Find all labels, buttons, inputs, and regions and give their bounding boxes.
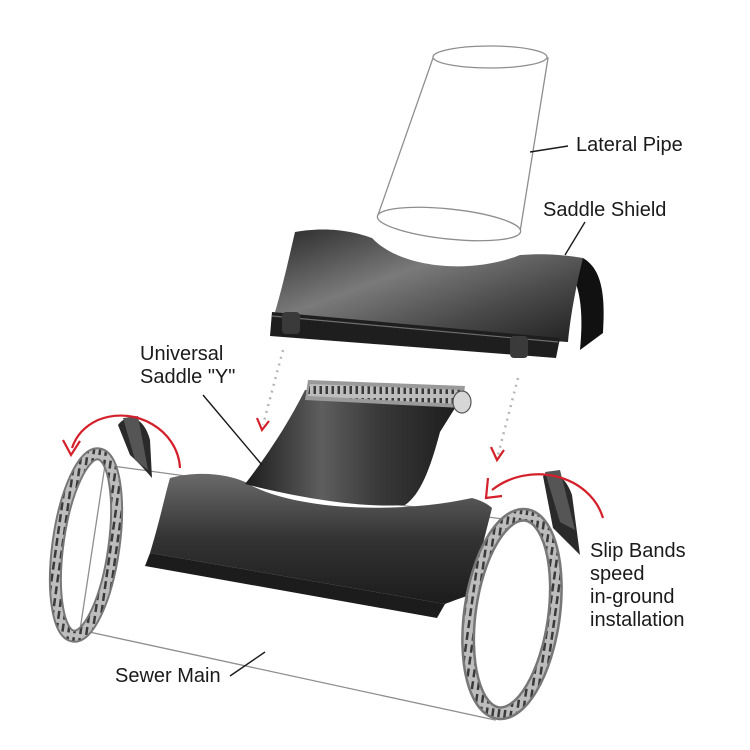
label-lateral-pipe: Lateral Pipe xyxy=(576,134,683,156)
universal-saddle-leader xyxy=(202,394,263,466)
label-universal-saddle-y: Universal Saddle "Y" xyxy=(140,343,236,388)
right-rotation-arrow xyxy=(484,473,605,519)
universal-saddle-y xyxy=(145,380,492,618)
left-rotation-arrow xyxy=(62,414,182,469)
shield-guide-arrows xyxy=(255,349,520,463)
right-slip-band xyxy=(461,470,580,721)
saddle-shield-leader xyxy=(564,221,586,256)
label-saddle-shield: Saddle Shield xyxy=(543,199,667,221)
lateral-pipe xyxy=(376,45,549,242)
label-sewer-main: Sewer Main xyxy=(115,665,221,687)
left-slip-band xyxy=(48,416,152,643)
saddle-shield xyxy=(270,229,604,358)
label-slip-bands: Slip Bands speed in-ground installation xyxy=(590,540,686,631)
sewer-main-leader xyxy=(229,651,266,677)
lateral-pipe-leader xyxy=(529,145,569,153)
